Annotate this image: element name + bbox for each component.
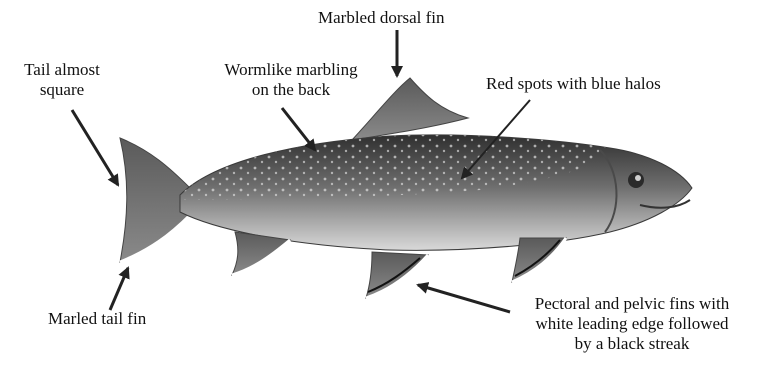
label-tail-shape-line1: Tail almost	[10, 60, 114, 80]
arrow-tail-shape	[72, 110, 118, 185]
label-dorsal-fin: Marbled dorsal fin	[318, 8, 445, 28]
label-tail-shape-line2: square	[10, 80, 114, 100]
label-fins-line1: Pectoral and pelvic fins with	[508, 294, 756, 314]
arrow-back-marbling	[282, 108, 315, 150]
anal-fin	[232, 232, 290, 275]
label-fins: Pectoral and pelvic fins with white lead…	[508, 294, 756, 354]
label-spots: Red spots with blue halos	[486, 74, 661, 94]
label-back-marbling-line2: on the back	[196, 80, 386, 100]
arrow-tail-fin	[110, 268, 128, 310]
label-back-marbling: Wormlike marbling on the back	[196, 60, 386, 100]
label-tail-shape: Tail almost square	[10, 60, 114, 100]
arrow-fins	[418, 285, 510, 312]
label-fins-line3: by a black streak	[508, 334, 756, 354]
label-tail-fin: Marled tail fin	[48, 309, 146, 329]
label-fins-line2: white leading edge followed	[508, 314, 756, 334]
label-back-marbling-line1: Wormlike marbling	[196, 60, 386, 80]
